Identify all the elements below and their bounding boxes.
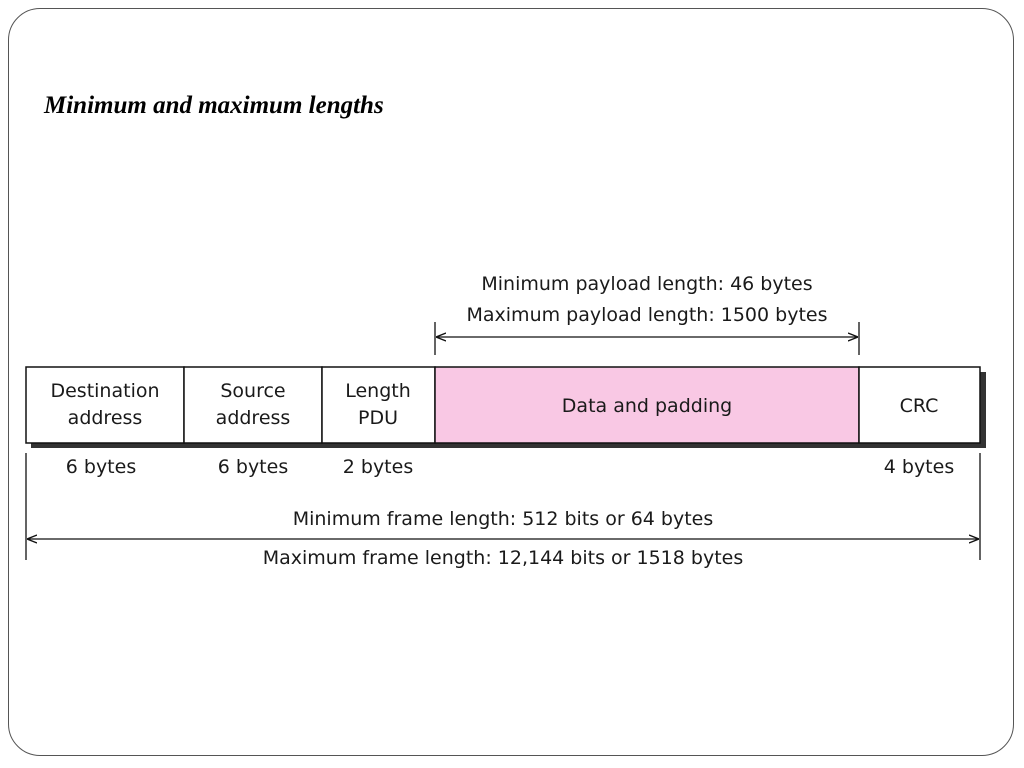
field-data-and-padding	[434, 366, 860, 444]
field-crc	[858, 366, 981, 444]
size-source: 6 bytes	[218, 456, 288, 478]
size-length: 2 bytes	[343, 456, 413, 478]
frame-max-label: Maximum frame length: 12,144 bits or 151…	[263, 547, 744, 569]
frame-min-label: Minimum frame length: 512 bits or 64 byt…	[293, 508, 714, 530]
payload-min-label: Minimum payload length: 46 bytes	[481, 273, 812, 295]
payload-max-label: Maximum payload length: 1500 bytes	[467, 304, 828, 326]
field-destination-line1: Destination	[50, 380, 159, 402]
field-destination-line2: address	[68, 407, 143, 429]
field-crc-label: CRC	[900, 395, 939, 417]
field-source-line1: Source	[220, 380, 285, 402]
size-destination: 6 bytes	[66, 456, 136, 478]
field-length-line2: PDU	[358, 407, 398, 429]
field-length-line1: Length	[345, 380, 411, 402]
field-source-address	[183, 366, 323, 444]
size-crc: 4 bytes	[884, 456, 954, 478]
field-data-label: Data and padding	[562, 395, 732, 417]
field-length-pdu	[321, 366, 436, 444]
field-source-line2: address	[216, 407, 291, 429]
slide-title: Minimum and maximum lengths	[44, 92, 384, 119]
field-destination-address	[25, 366, 185, 444]
